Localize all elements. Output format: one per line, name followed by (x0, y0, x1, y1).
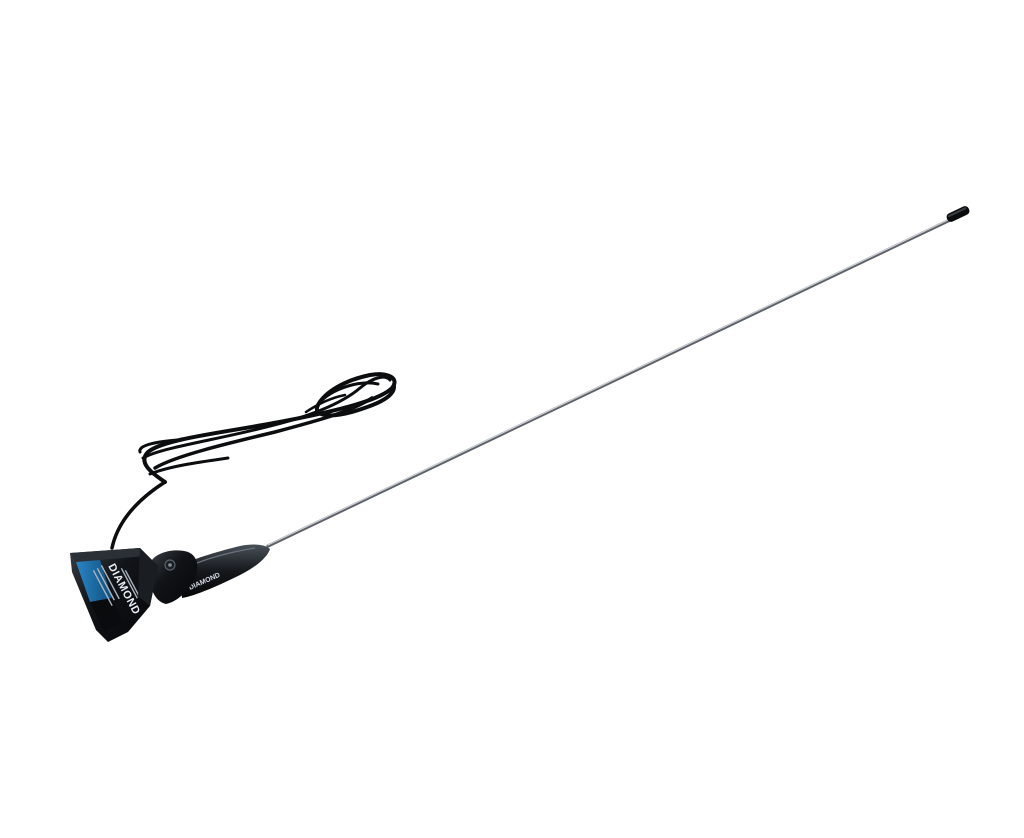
coaxial-cable (110, 372, 397, 550)
antenna-whip (266, 218, 952, 548)
blue-label-stripe (76, 560, 112, 602)
whip-tip-cap (946, 206, 970, 222)
clip-spec-lines (92, 565, 141, 606)
mount-clip: DIAMOND (70, 548, 158, 642)
mount-hinge (150, 550, 198, 604)
